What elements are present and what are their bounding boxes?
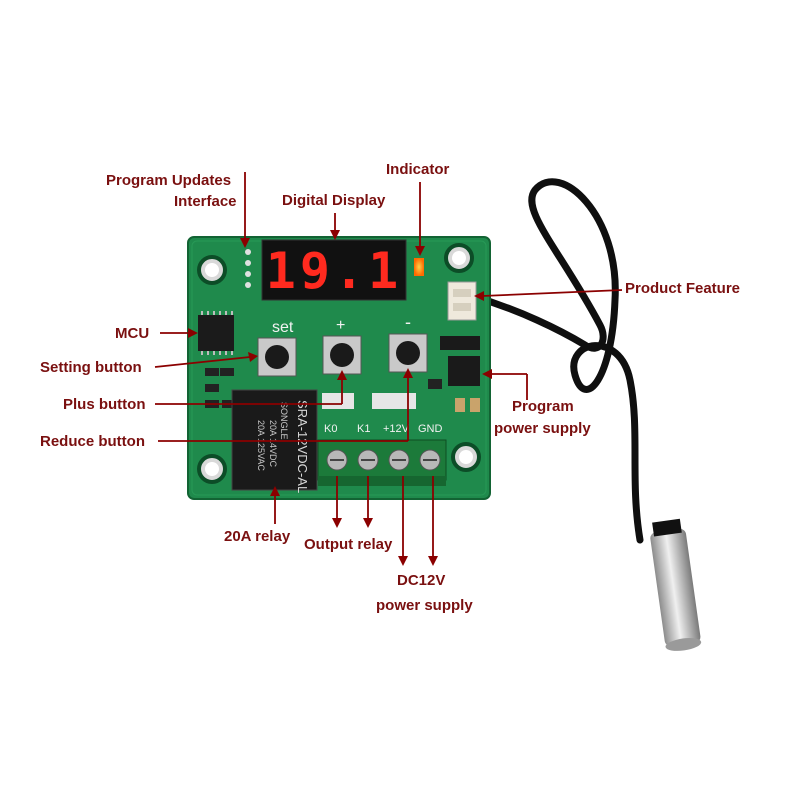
- silk-plus: +: [336, 317, 345, 334]
- indicator-led: [414, 258, 424, 276]
- terminal-block: [317, 439, 447, 486]
- label-program-power: Program: [512, 398, 574, 415]
- label-setting-button: Setting button: [40, 359, 142, 376]
- label-indicator: Indicator: [386, 161, 450, 178]
- label-program-updates: Program Updates: [106, 172, 232, 189]
- relay-model-text: SRA-12VDC-AL: [295, 400, 310, 493]
- terminal-label-12v: +12V: [383, 423, 410, 435]
- terminal-label-k1: K1: [357, 423, 370, 435]
- relay-rating-1: 20A 14VDC: [268, 420, 278, 468]
- label-20a-relay: 20A relay: [224, 528, 291, 545]
- leader-lines: [154, 172, 623, 566]
- display-digits: 19.1: [266, 242, 402, 300]
- temperature-probe: [650, 518, 702, 651]
- label-digital-display: Digital Display: [282, 192, 386, 209]
- label-reduce-button: Reduce button: [40, 433, 145, 450]
- label-dc12v-power-supply: power supply: [376, 597, 473, 614]
- label-output-relay: Output relay: [304, 536, 393, 553]
- program-header-pins: [245, 249, 251, 288]
- terminal-label-k0: K0: [324, 423, 337, 435]
- mounting-holes: [197, 243, 481, 484]
- setting-button-part: [257, 337, 297, 377]
- relay-rating-2: 20A 125VAC: [256, 420, 266, 471]
- label-product-feature: Product Feature: [625, 280, 741, 297]
- plus-button-part: [322, 335, 362, 375]
- digital-display-body: [261, 239, 407, 301]
- mcu-chip: [198, 315, 234, 351]
- silk-set: set: [272, 319, 294, 336]
- sensor-cable: [468, 178, 644, 544]
- label-mcu: MCU: [115, 325, 150, 342]
- label-dc12v: DC12V: [397, 572, 446, 589]
- relay-part: SRA-12VDC-AL 20A 14VDC 20A 125VAC SONGLE: [231, 389, 318, 493]
- regulator-chip: [448, 356, 480, 386]
- label-program-updates-interface: Interface: [174, 193, 237, 210]
- relay-brand: SONGLE: [279, 402, 289, 440]
- terminal-label-gnd: GND: [418, 423, 443, 435]
- label-plus-button: Plus button: [63, 396, 146, 413]
- label-program-power-supply: power supply: [494, 420, 591, 437]
- sensor-connector: [447, 281, 477, 321]
- minus-button-part: [388, 333, 428, 373]
- silk-minus: -: [405, 312, 411, 332]
